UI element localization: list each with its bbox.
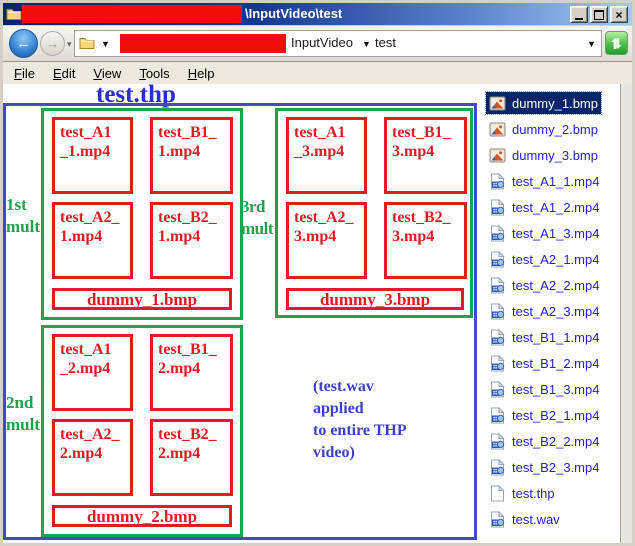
media-file-icon: [489, 511, 506, 528]
file-item[interactable]: test_A2_2.mp4: [486, 274, 602, 296]
folder-icon: [79, 35, 95, 51]
document-icon: [489, 485, 506, 502]
menu-help[interactable]: Help: [187, 65, 215, 81]
menu-edit[interactable]: Edit: [52, 65, 76, 81]
redacted-path-block: [22, 5, 242, 23]
file-item[interactable]: test_A2_3.mp4: [486, 300, 602, 322]
file-item[interactable]: test.thp: [486, 482, 558, 504]
maximize-icon: [594, 9, 604, 20]
file-item[interactable]: test_B1_1.mp4: [486, 326, 602, 348]
clip-box: test_A2_ 1.mp4: [52, 202, 133, 279]
file-item[interactable]: dummy_2.bmp: [486, 118, 601, 140]
file-item[interactable]: test.wav: [486, 508, 563, 530]
file-item[interactable]: test_A1_2.mp4: [486, 196, 602, 218]
address-dropdown-icon[interactable]: ▼: [587, 39, 596, 49]
media-file-icon: [489, 225, 506, 242]
group-label-2nd-mult: 2nd mult: [6, 393, 40, 434]
breadcrumb-chevron-icon[interactable]: ▼: [362, 39, 371, 49]
window-right-border: [620, 84, 632, 543]
file-item[interactable]: test_A1_1.mp4: [486, 170, 602, 192]
media-file-icon: [489, 251, 506, 268]
clip-box: test_B1_ 1.mp4: [150, 117, 233, 194]
media-file-icon: [489, 173, 506, 190]
address-bar[interactable]: ▼ InputVideo ▼ test ▼: [74, 30, 602, 57]
media-file-icon: [489, 303, 506, 320]
menu-bar: File Edit View Tools Help: [3, 62, 632, 84]
group-label-1st-mult: 1st mult: [6, 195, 40, 236]
clip-box: test_B2_ 2.mp4: [150, 419, 233, 496]
media-file-icon: [489, 277, 506, 294]
refresh-icon: [609, 37, 624, 50]
mult-group-2: test_A1 _2.mp4 test_B1_ 2.mp4 test_A2_ 2…: [41, 325, 243, 537]
file-item[interactable]: test_B1_2.mp4: [486, 352, 602, 374]
menu-view[interactable]: View: [93, 65, 122, 81]
media-file-icon: [489, 199, 506, 216]
clip-box: test_A2_ 3.mp4: [286, 202, 367, 279]
back-button[interactable]: ←: [9, 29, 38, 58]
close-icon: ×: [615, 7, 623, 22]
navigation-bar: ← → ▾ ▼ InputVideo ▼ test ▼: [3, 26, 632, 62]
file-item[interactable]: dummy_3.bmp: [486, 144, 601, 166]
media-file-icon: [489, 433, 506, 450]
dummy-strip: dummy_2.bmp: [52, 505, 232, 527]
window-title: \InputVideo\test: [245, 6, 343, 21]
file-item[interactable]: test_B1_3.mp4: [486, 378, 602, 400]
media-file-icon: [489, 329, 506, 346]
file-item[interactable]: test_B2_3.mp4: [486, 456, 602, 478]
media-file-icon: [489, 381, 506, 398]
clip-box: test_B2_ 3.mp4: [384, 202, 467, 279]
media-file-icon: [489, 407, 506, 424]
wav-annotation: (test.wav applied to entire THP video): [313, 378, 407, 461]
dummy-strip: dummy_3.bmp: [286, 288, 464, 310]
window-controls: ×: [570, 6, 628, 23]
folder-content-pane: [3, 84, 620, 543]
chevron-down-icon[interactable]: ▼: [101, 39, 110, 49]
clip-box: test_B1_ 2.mp4: [150, 334, 233, 411]
refresh-button[interactable]: [605, 31, 628, 55]
thp-outer-box: [3, 103, 477, 540]
media-file-icon: [489, 355, 506, 372]
bmp-image-icon: [489, 147, 506, 164]
maximize-button[interactable]: [590, 6, 608, 23]
file-item[interactable]: dummy_1.bmp: [485, 91, 602, 115]
bmp-image-icon: [489, 95, 506, 112]
redacted-path-block: [120, 34, 286, 53]
menu-tools[interactable]: Tools: [139, 65, 170, 81]
breadcrumb-segment-test[interactable]: test: [375, 35, 396, 50]
clip-box: test_A2_ 2.mp4: [52, 419, 133, 496]
file-item[interactable]: test_B2_2.mp4: [486, 430, 602, 452]
forward-button[interactable]: →: [40, 31, 65, 56]
media-file-icon: [489, 459, 506, 476]
dummy-strip: dummy_1.bmp: [52, 288, 232, 310]
menu-file[interactable]: File: [14, 65, 35, 81]
history-dropdown-icon[interactable]: ▾: [67, 39, 72, 49]
folder-icon: [6, 6, 22, 22]
close-button[interactable]: ×: [610, 6, 628, 23]
clip-box: test_B1_ 3.mp4: [384, 117, 467, 194]
file-item[interactable]: test_A1_3.mp4: [486, 222, 602, 244]
bmp-image-icon: [489, 121, 506, 138]
file-item[interactable]: test_B2_1.mp4: [486, 404, 602, 426]
clip-box: test_B2_ 1.mp4: [150, 202, 233, 279]
file-item[interactable]: test_A2_1.mp4: [486, 248, 602, 270]
mult-group-3: test_A1 _3.mp4 test_B1_ 3.mp4 test_A2_ 3…: [275, 108, 473, 318]
forward-arrow-icon: →: [46, 36, 59, 51]
minimize-icon: [575, 17, 583, 20]
group-label-3rd-mult: 3rd mult: [241, 197, 274, 238]
clip-box: test_A1 _1.mp4: [52, 117, 133, 194]
clip-box: test_A1 _3.mp4: [286, 117, 367, 194]
clip-box: test_A1 _2.mp4: [52, 334, 133, 411]
minimize-button[interactable]: [570, 6, 588, 23]
back-arrow-icon: ←: [16, 35, 31, 52]
breadcrumb-segment-inputvideo[interactable]: InputVideo: [291, 35, 353, 50]
mult-group-1: test_A1 _1.mp4 test_B1_ 1.mp4 test_A2_ 1…: [41, 108, 243, 320]
titlebar[interactable]: \InputVideo\test ×: [3, 3, 632, 25]
